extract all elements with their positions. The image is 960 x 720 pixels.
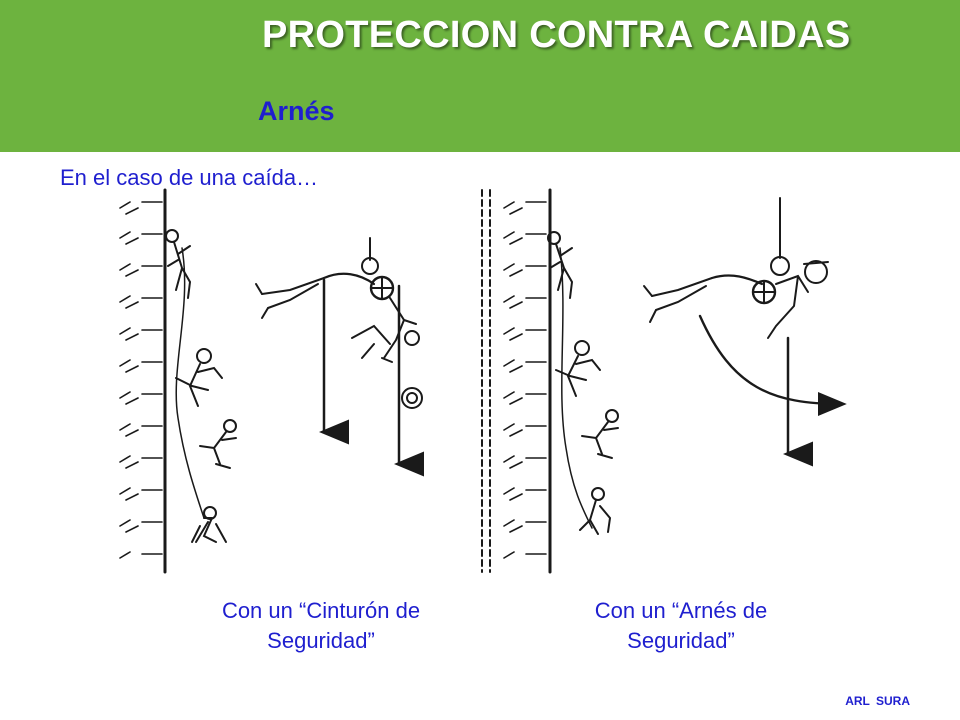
caption-safety-belt-line2: Seguridad”	[267, 628, 375, 653]
header-band: PROTECCION CONTRA CAIDAS Arnés	[0, 0, 960, 152]
footer-brand: ARL SURA	[845, 694, 910, 708]
caption-safety-harness-line1: Con un “Arnés de	[594, 598, 768, 623]
caption-safety-belt: Con un “Cinturón de Seguridad”	[196, 596, 446, 656]
caption-safety-belt-line1: Con un “Cinturón de	[221, 598, 421, 623]
caption-safety-harness-line2: Seguridad”	[627, 628, 735, 653]
intro-text: En el caso de una caída…	[60, 165, 319, 190]
caption-safety-harness: Con un “Arnés de Seguridad”	[556, 596, 806, 656]
slide-subtitle: Arnés	[258, 96, 335, 126]
harness-fall-drawing	[481, 188, 847, 574]
fall-illustration	[119, 188, 847, 574]
belt-fall-drawing	[119, 188, 424, 574]
slide-title: PROTECCION CONTRA CAIDAS	[262, 14, 851, 56]
